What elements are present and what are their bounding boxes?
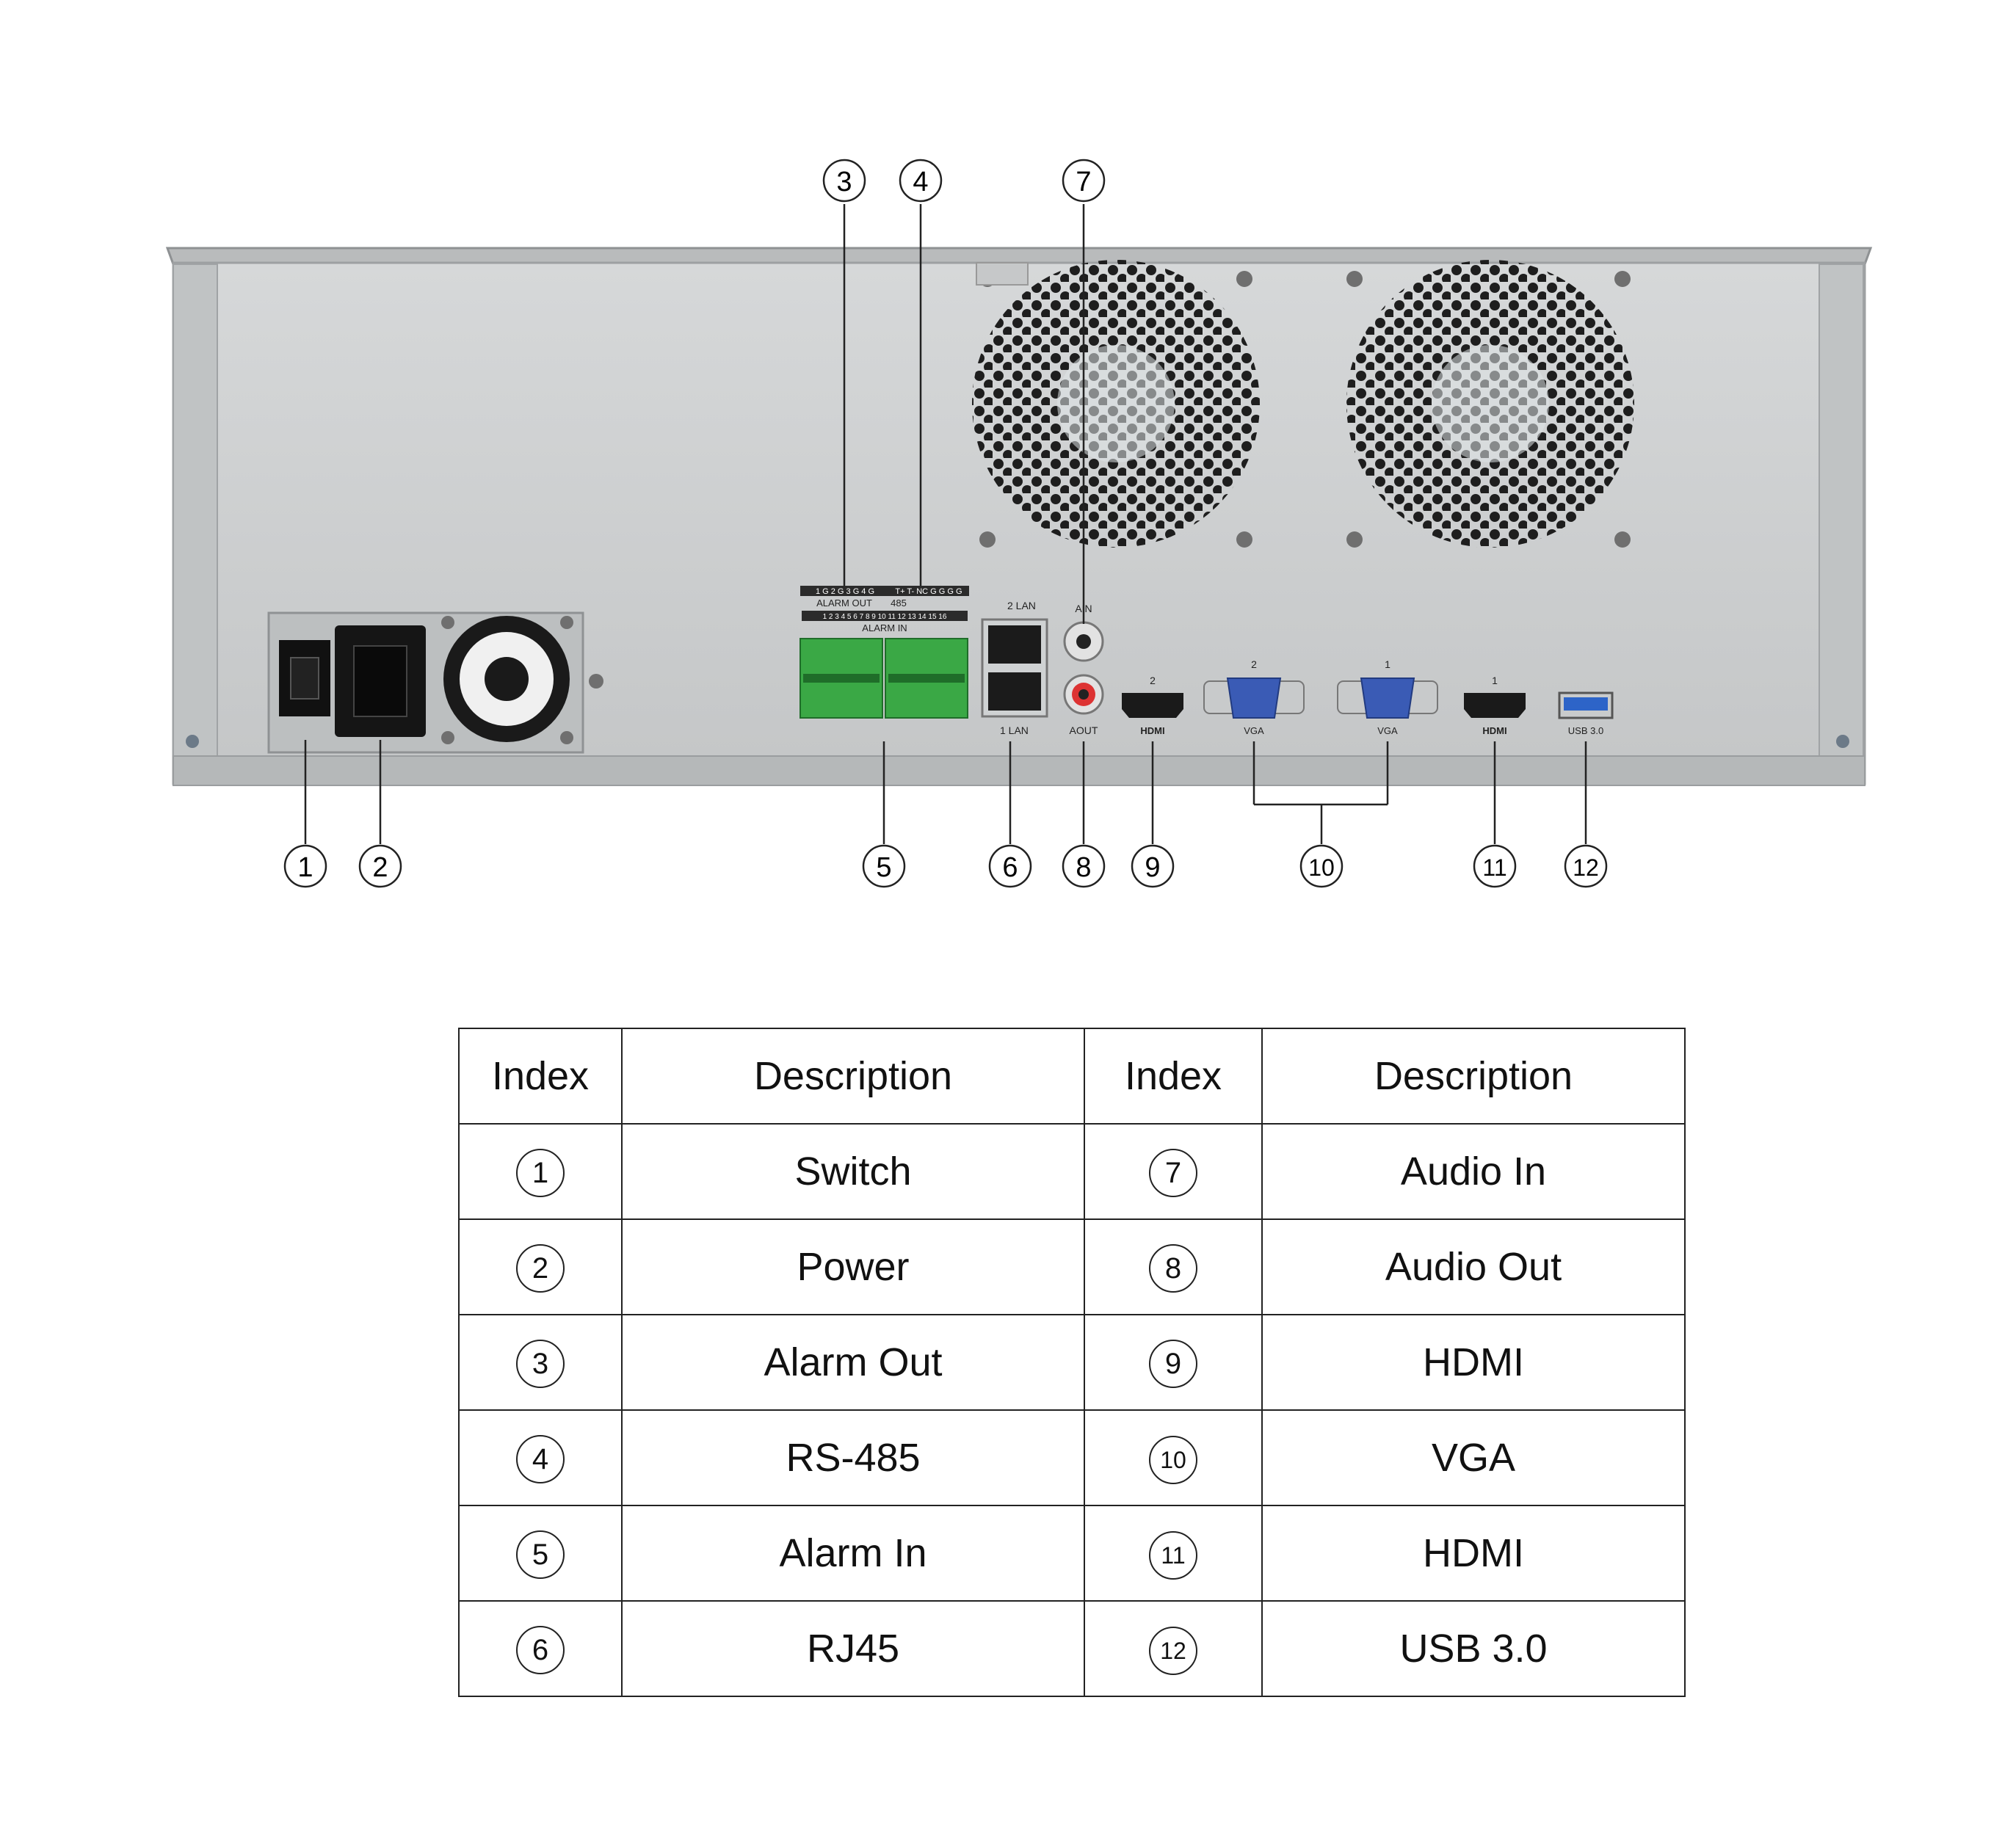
svg-text:1: 1 [297, 852, 313, 883]
io-label-strip: 1 G 2 G 3 G 4 G T+ T- NC G G G G ALARM O… [800, 586, 969, 633]
rear-panel-diagram: 1 G 2 G 3 G 4 G T+ T- NC G G G G ALARM O… [165, 159, 1873, 888]
index-badge: 9 [1149, 1339, 1197, 1388]
index-badge: 1 [516, 1148, 565, 1197]
index-badge: 8 [1149, 1243, 1197, 1293]
svg-text:ALARM OUT: ALARM OUT [816, 597, 872, 609]
svg-text:VGA: VGA [1377, 725, 1398, 736]
description-cell: Switch [621, 1123, 1085, 1220]
svg-text:2: 2 [1251, 658, 1257, 670]
table-row: 2 Power 8 Audio Out [458, 1218, 1686, 1315]
index-badge: 4 [516, 1434, 565, 1483]
svg-text:AOUT: AOUT [1070, 724, 1098, 736]
callout-10: 10 [1299, 844, 1344, 888]
alarm-terminal-blocks[interactable] [799, 638, 968, 719]
svg-text:T+ T- NC G G G G: T+ T- NC G G G G [895, 587, 962, 596]
svg-text:HDMI: HDMI [1140, 725, 1164, 736]
rj45-ports[interactable]: 2 LAN 1 LAN [981, 600, 1048, 736]
table-row: 6 RJ45 12 USB 3.0 [458, 1600, 1686, 1697]
description-cell: HDMI [1261, 1314, 1686, 1411]
callout-6: 6 [988, 844, 1032, 888]
callout-1: 1 [283, 844, 327, 888]
svg-text:1 LAN: 1 LAN [1000, 724, 1029, 736]
svg-text:10: 10 [1308, 854, 1335, 881]
leader-lines [304, 204, 1587, 844]
svg-text:8: 8 [1076, 852, 1091, 883]
audio-ports[interactable]: AIN AOUT [1063, 603, 1104, 736]
description-cell: USB 3.0 [1261, 1600, 1686, 1697]
hdmi-port-1[interactable]: 1 HDMI [1464, 675, 1526, 736]
table-row: 5 Alarm In 11 HDMI [458, 1505, 1686, 1602]
description-cell: HDMI [1261, 1505, 1686, 1602]
svg-text:9: 9 [1145, 852, 1160, 883]
svg-text:VGA: VGA [1244, 725, 1264, 736]
header-index-1: Index [458, 1028, 623, 1125]
description-cell: Alarm Out [621, 1314, 1085, 1411]
svg-text:1: 1 [1492, 675, 1498, 686]
callout-markers: 3 4 7 1 2 5 6 8 9 10 11 12 [283, 159, 1608, 888]
index-badge: 10 [1149, 1435, 1197, 1484]
callout-8: 8 [1062, 844, 1106, 888]
header-description-1: Description [621, 1028, 1085, 1125]
description-cell: Power [621, 1218, 1085, 1315]
description-cell: VGA [1261, 1409, 1686, 1506]
svg-text:ALARM IN: ALARM IN [862, 622, 907, 633]
vga-port-1[interactable]: 1 VGA [1337, 658, 1438, 736]
table-row: 3 Alarm Out 9 HDMI [458, 1314, 1686, 1411]
callout-3: 3 [822, 159, 866, 203]
index-badge: 7 [1149, 1148, 1197, 1197]
svg-text:2 LAN: 2 LAN [1007, 600, 1036, 611]
callout-9: 9 [1131, 844, 1175, 888]
index-badge: 12 [1149, 1626, 1197, 1675]
description-cell: RJ45 [621, 1600, 1085, 1697]
svg-text:2: 2 [372, 852, 388, 883]
description-cell: RS-485 [621, 1409, 1085, 1506]
fan-grille-left [972, 260, 1260, 548]
description-cell: Audio In [1261, 1123, 1686, 1220]
svg-text:2: 2 [1150, 675, 1156, 686]
usb3-port[interactable]: USB 3.0 [1558, 691, 1614, 736]
table-header-row: Index Description Index Description [458, 1028, 1686, 1125]
svg-text:5: 5 [876, 852, 891, 883]
svg-text:1 G 2 G 3 G 4 G: 1 G 2 G 3 G 4 G [816, 587, 874, 596]
table-row: 4 RS-485 10 VGA [458, 1409, 1686, 1506]
index-badge: 3 [516, 1339, 565, 1388]
table-row: 1 Switch 7 Audio In [458, 1123, 1686, 1220]
callout-5: 5 [862, 844, 906, 888]
description-cell: Alarm In [621, 1505, 1085, 1602]
index-badge: 2 [516, 1243, 565, 1293]
svg-text:USB 3.0: USB 3.0 [1568, 725, 1603, 736]
svg-text:12: 12 [1573, 854, 1599, 881]
description-cell: Audio Out [1261, 1218, 1686, 1315]
header-description-2: Description [1261, 1028, 1686, 1125]
svg-text:7: 7 [1076, 167, 1091, 197]
svg-text:485: 485 [891, 597, 907, 609]
hdmi-port-2[interactable]: 2 HDMI [1122, 675, 1183, 736]
svg-text:4: 4 [913, 167, 928, 197]
port-legend-table: Index Description Index Description 1 Sw… [458, 1028, 1686, 1697]
callout-2: 2 [358, 844, 402, 888]
header-index-2: Index [1084, 1028, 1263, 1125]
callout-7: 7 [1062, 159, 1106, 203]
fan-grille-right [1346, 260, 1634, 548]
vga-port-2[interactable]: 2 VGA [1203, 658, 1305, 736]
callout-11: 11 [1473, 844, 1517, 888]
callout-4: 4 [899, 159, 943, 203]
index-badge: 11 [1149, 1530, 1197, 1580]
callout-12: 12 [1564, 844, 1608, 888]
svg-text:6: 6 [1002, 852, 1018, 883]
svg-text:11: 11 [1482, 854, 1506, 881]
svg-text:3: 3 [836, 167, 852, 197]
svg-text:1: 1 [1385, 658, 1390, 670]
index-badge: 6 [516, 1625, 565, 1674]
index-badge: 5 [516, 1530, 565, 1579]
svg-text:HDMI: HDMI [1482, 725, 1506, 736]
svg-text:1 2 3 4 5 6 7 8 9 10 11 12 13: 1 2 3 4 5 6 7 8 9 10 11 12 13 14 15 16 [823, 613, 947, 621]
power-supply [267, 611, 603, 754]
